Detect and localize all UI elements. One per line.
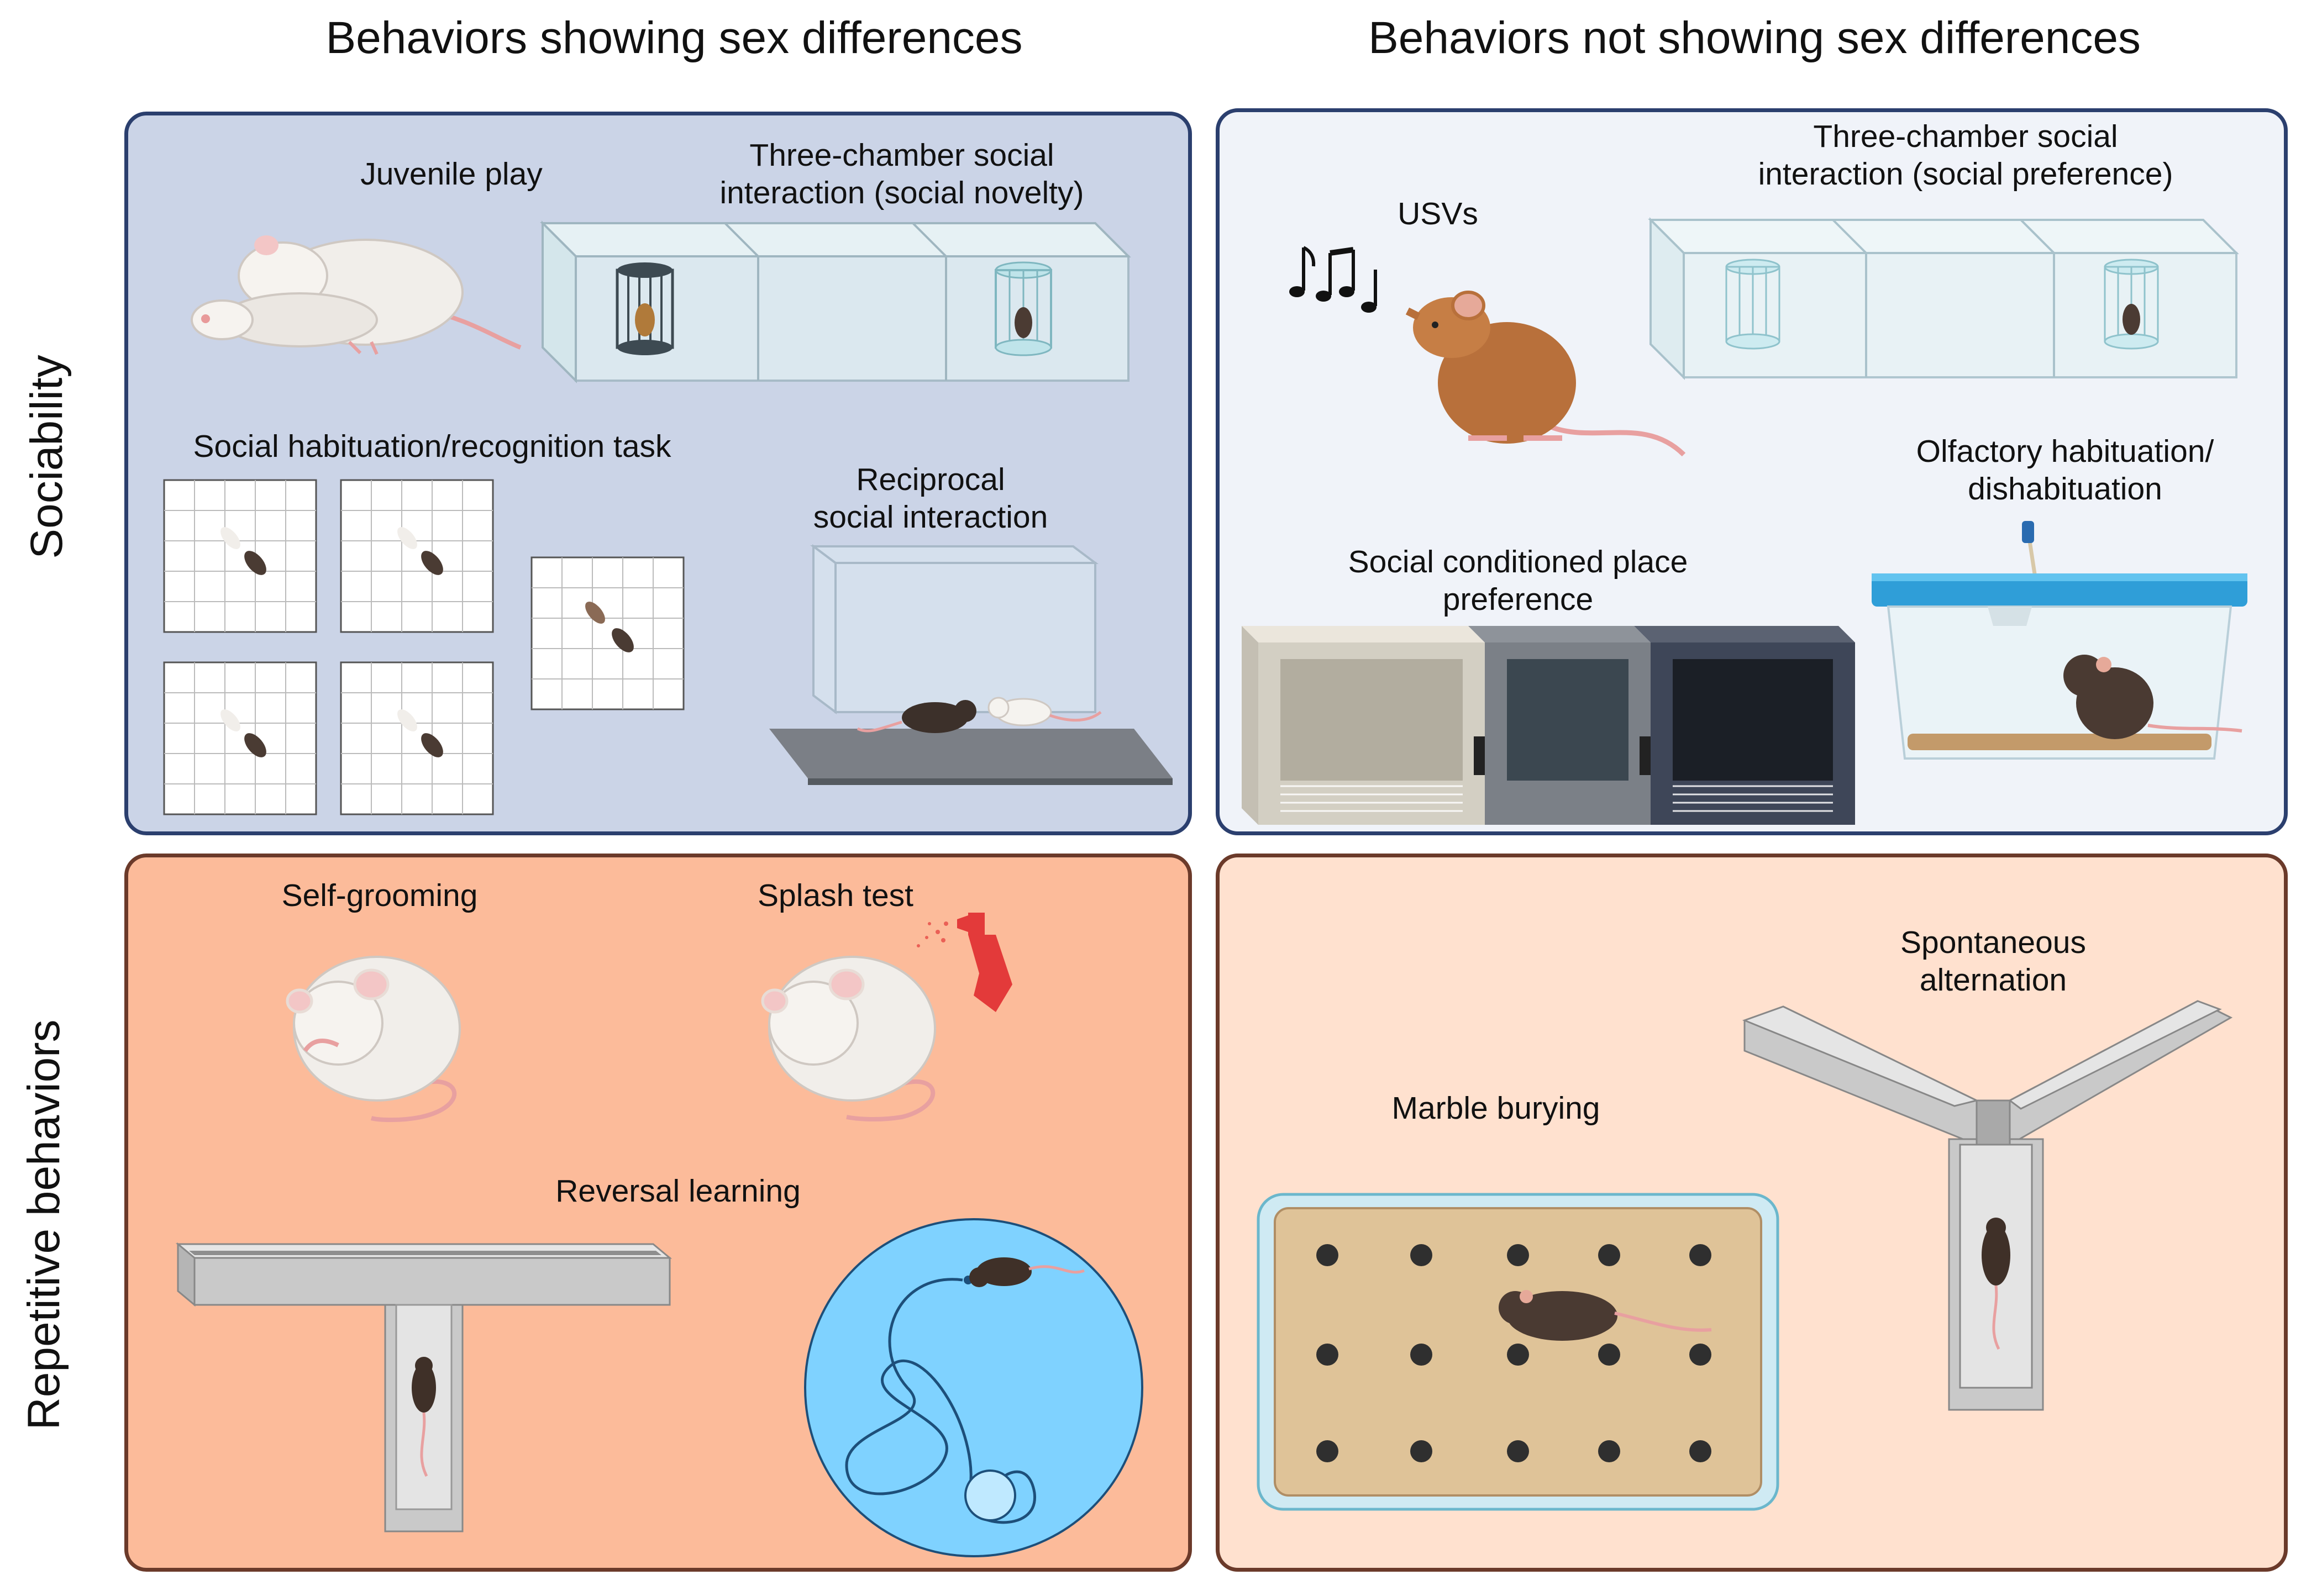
three-chamber-preference-illustration — [1648, 217, 2239, 380]
label-reciprocal: Reciprocal social interaction — [813, 462, 1048, 535]
olfactory-cage-illustration — [1872, 521, 2247, 760]
music-notes-icon — [1289, 246, 1377, 313]
row-label-repetitive: Repetitive behaviors — [19, 1019, 69, 1430]
panel-sociability-no-sex-diff: USVs Three-chamber social interaction (s… — [1216, 108, 2288, 835]
panel-repetitive-sex-diff: Self-grooming Splash test Reversal learn… — [124, 854, 1192, 1572]
label-splash-test: Splash test — [758, 878, 913, 913]
water-maze-illustration — [804, 1218, 1143, 1557]
row-label-sociability: Sociability — [22, 355, 72, 559]
label-juvenile-play: Juvenile play — [360, 156, 543, 192]
splash-test-illustration — [761, 913, 1012, 1122]
label-scpp: Social conditioned place preference — [1348, 544, 1688, 618]
three-chamber-novelty-illustration — [540, 220, 1131, 383]
y-maze-illustration — [1742, 1000, 2233, 1411]
label-marble-burying: Marble burying — [1391, 1091, 1600, 1126]
label-three-chamber-preference: Three-chamber social interaction (social… — [1758, 119, 2173, 192]
label-self-grooming: Self-grooming — [281, 878, 478, 913]
label-reversal-learning: Reversal learning — [555, 1173, 801, 1209]
reciprocal-arena-illustration — [769, 544, 1173, 785]
panel-repetitive-no-sex-diff: Spontaneous alternation Marble burying — [1216, 854, 2288, 1572]
header-right: Behaviors not showing sex differences — [1368, 13, 2141, 63]
social-habituation-grids — [163, 479, 685, 815]
cage-dark — [616, 262, 674, 355]
scpp-box-illustration — [1242, 626, 1855, 825]
header-left: Behaviors showing sex differences — [325, 13, 1023, 63]
t-maze-illustration — [175, 1242, 673, 1532]
label-usvs: USVs — [1398, 196, 1478, 231]
usv-mouse-illustration — [1405, 291, 1686, 457]
label-spontaneous-alternation: Spontaneous alternation — [1900, 925, 2086, 998]
label-social-habituation: Social habituation/recognition task — [193, 429, 671, 464]
label-olfactory: Olfactory habituation/ dishabituation — [1916, 434, 2214, 507]
juvenile-play-rats-illustration — [191, 235, 522, 355]
marble-burying-illustration — [1257, 1193, 1779, 1511]
self-grooming-mouse-illustration — [286, 956, 461, 1123]
label-three-chamber-novelty: Three-chamber social interaction (social… — [719, 138, 1084, 211]
cage-light — [995, 261, 1052, 356]
panel-sociability-sex-diff: Juvenile play Three-chamber social inter… — [124, 112, 1192, 835]
